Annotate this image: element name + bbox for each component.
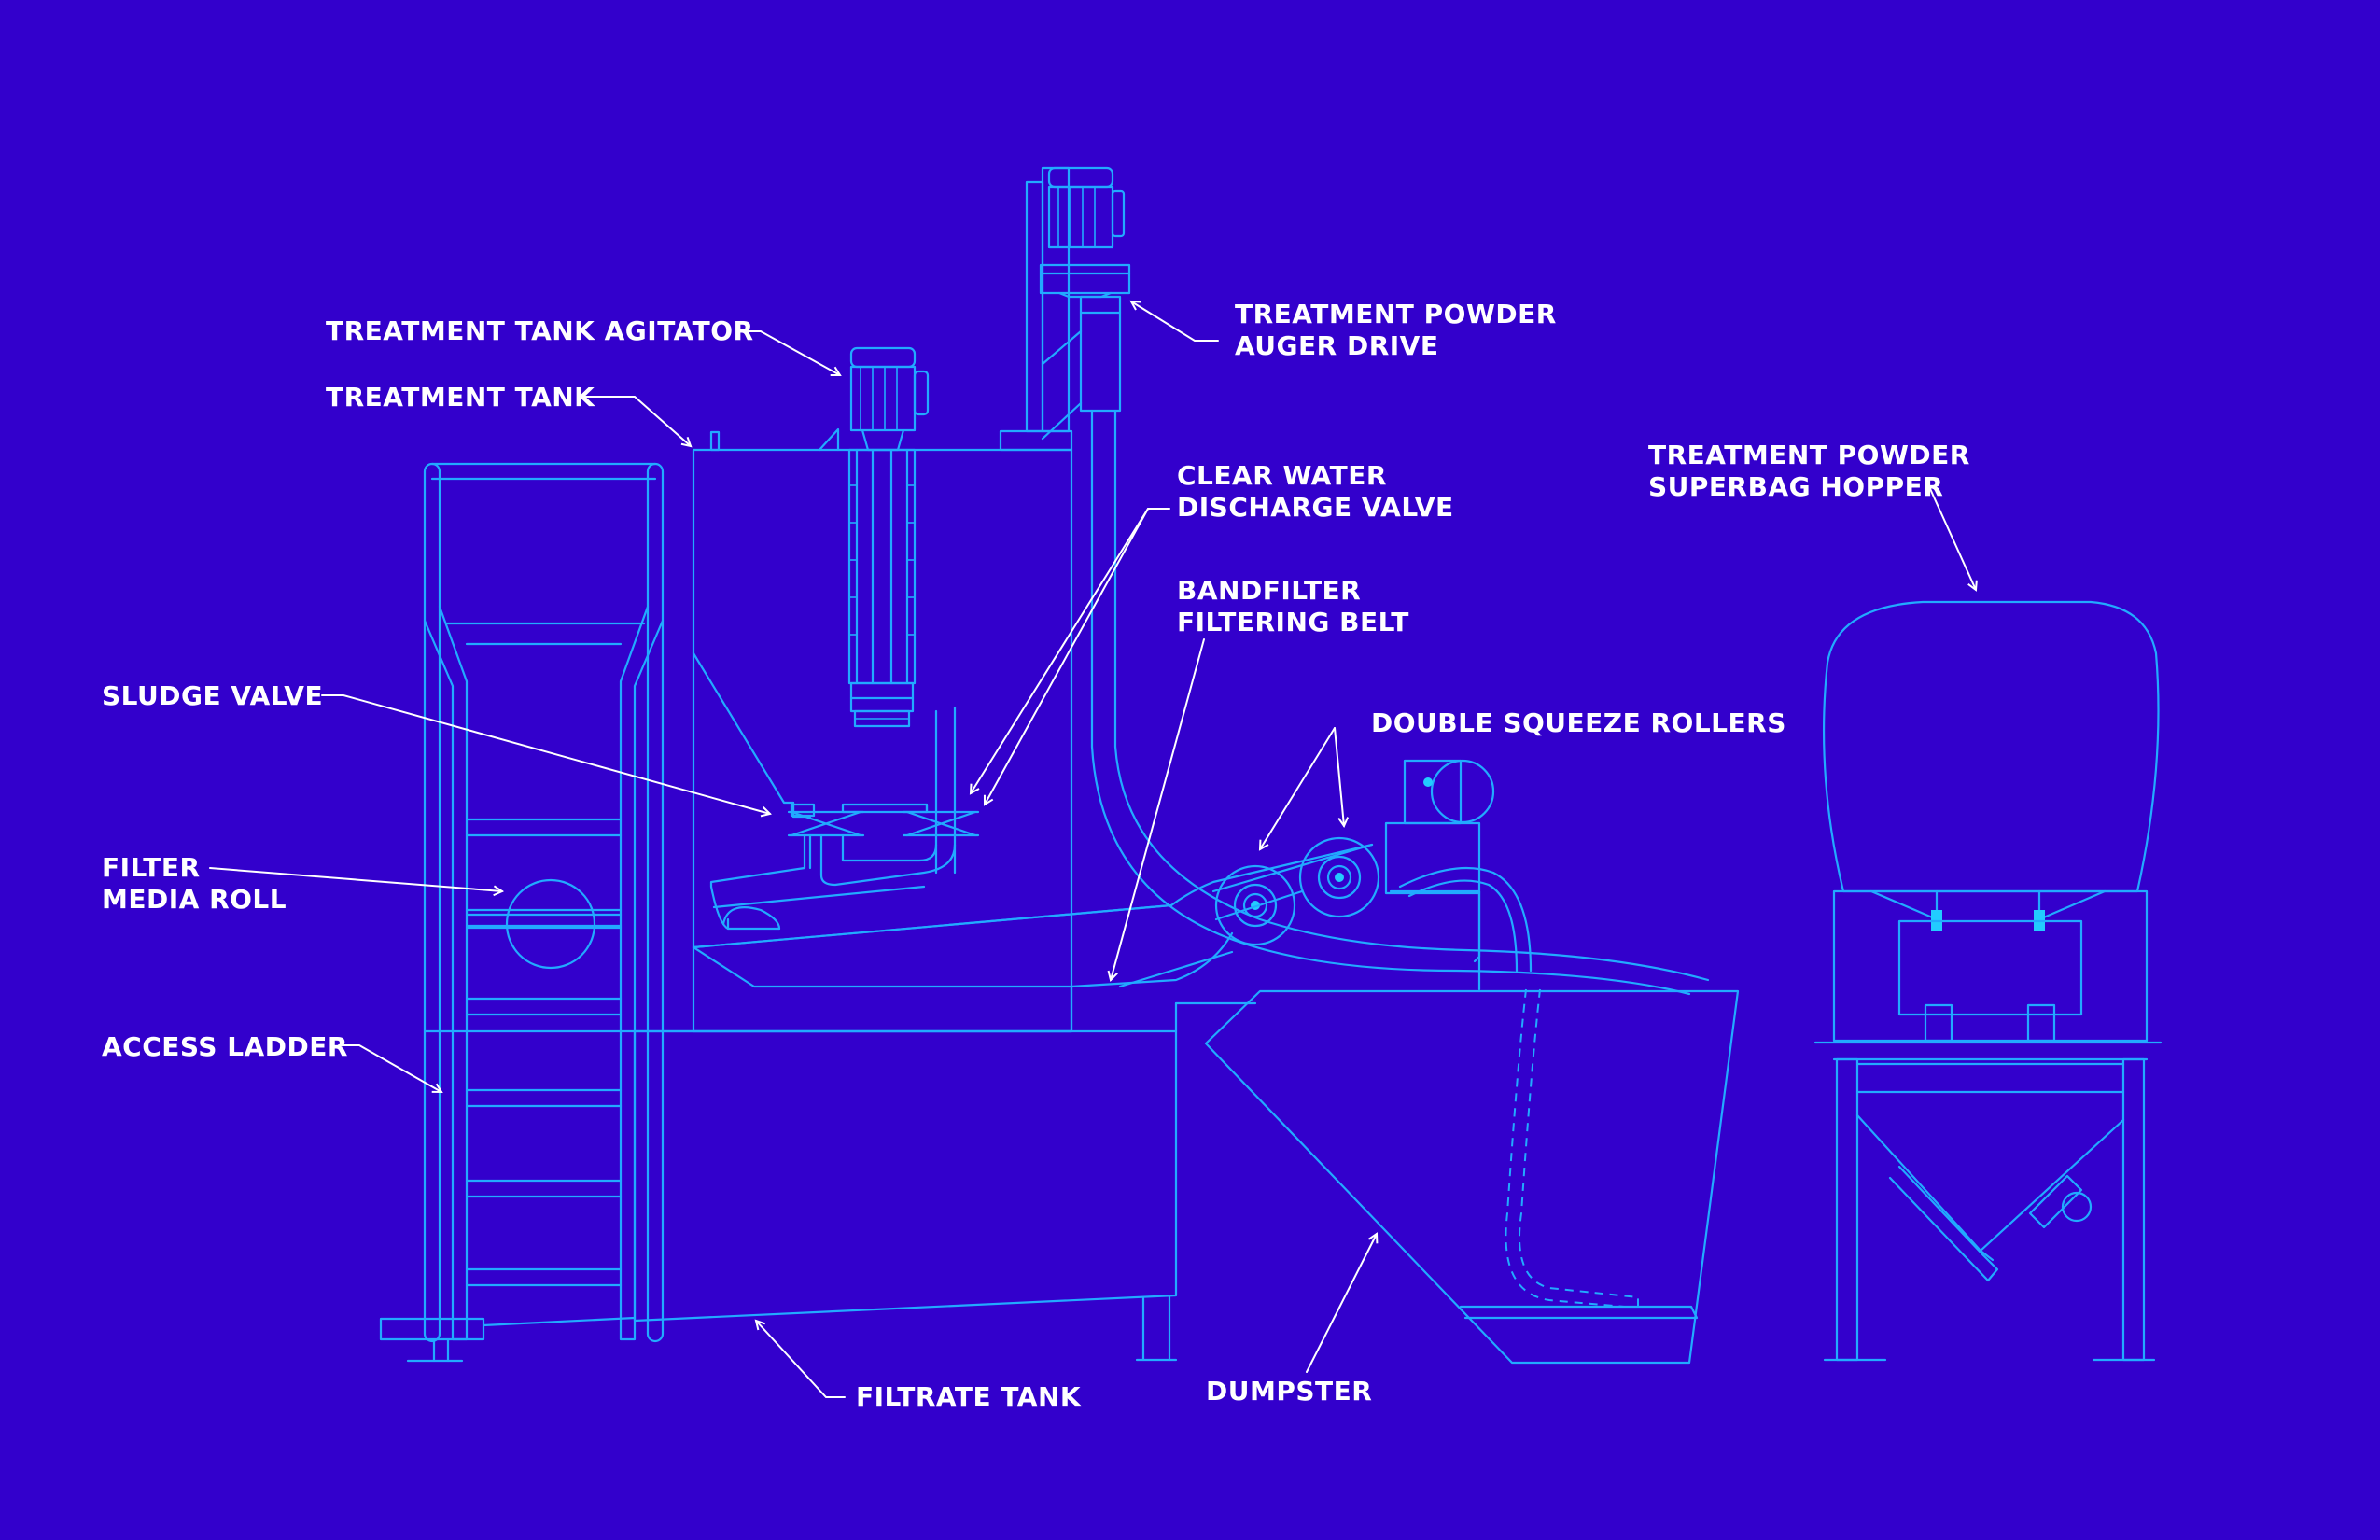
bandfilter-belt	[692, 843, 1374, 988]
double-squeeze-rollers	[1211, 759, 1533, 991]
access-ladder	[379, 462, 665, 1363]
label-access-ladder: ACCESS LADDER	[102, 1031, 348, 1062]
valves-piping	[709, 706, 980, 931]
label-dumpster: DUMPSTER	[1206, 1376, 1373, 1407]
label-filtrate-tank: FILTRATE TANK	[856, 1381, 1082, 1412]
label-treatment-powder-auger-drive: TREATMENT POWDER AUGER DRIVE	[1235, 299, 1557, 361]
filter-media-roll	[465, 878, 623, 970]
label-treatment-powder-superbag-hopper: TREATMENT POWDER SUPERBAG HOPPER	[1648, 440, 1970, 502]
auger-drive	[1025, 166, 1710, 1033]
label-filter-media-roll: FILTER MEDIA ROLL	[102, 852, 287, 915]
filtrate-tank	[482, 1001, 1257, 1362]
label-double-squeeze-rollers: DOUBLE SQUEEZE ROLLERS	[1371, 707, 1786, 738]
treatment-tank-agitator	[847, 346, 930, 728]
label-treatment-tank: TREATMENT TANK	[326, 382, 595, 413]
label-clear-water-discharge-valve: CLEAR WATER DISCHARGE VALVE	[1177, 460, 1454, 523]
label-bandfilter-filtering-belt: BANDFILTER FILTERING BELT	[1177, 575, 1409, 637]
label-treatment-tank-agitator: TREATMENT TANK AGITATOR	[326, 315, 754, 346]
superbag-hopper	[1813, 600, 2163, 1362]
treatment-tank	[661, 427, 1173, 1033]
leader-lines	[209, 300, 1978, 1398]
dumpster	[1204, 988, 1740, 1365]
label-sludge-valve: SLUDGE VALVE	[102, 680, 324, 711]
